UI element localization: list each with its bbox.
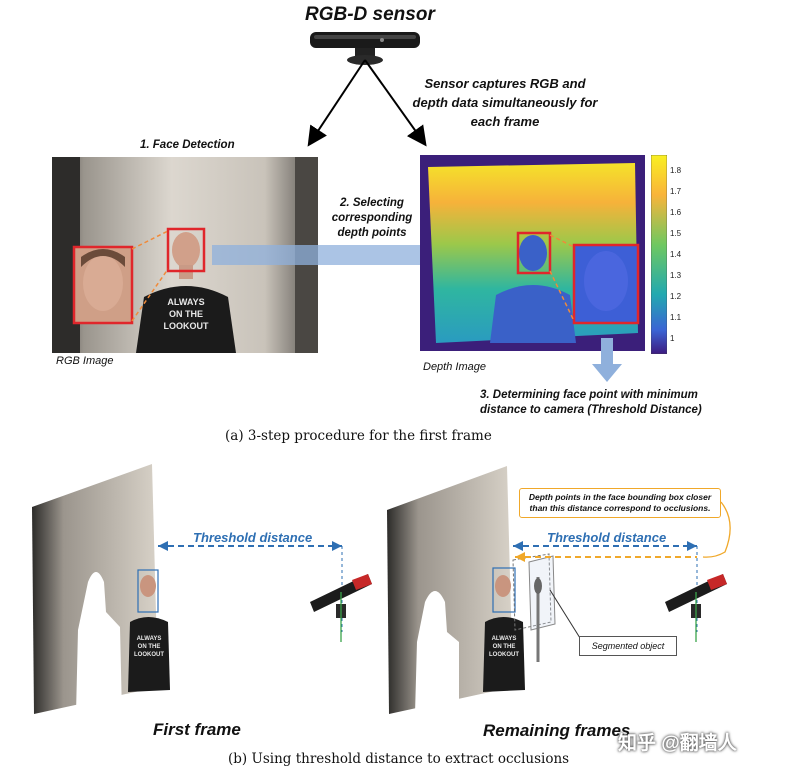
colorbar-tick: 1.4 (670, 250, 682, 259)
first-frame-scene: ALWAYS ON THE LOOKOUT (32, 464, 372, 714)
remaining-frames-scene: ALWAYS ON THE LOOKOUT (387, 466, 731, 714)
step-face-detection: 1. Face Detection (140, 139, 235, 151)
step-selecting-depth: 2. Selecting corresponding depth points (331, 197, 413, 239)
colorbar-tick: 1.3 (670, 271, 682, 280)
kinect-icon (310, 574, 372, 642)
svg-text:ON THE: ON THE (169, 309, 203, 319)
segmented-object-label: Segmented object (579, 636, 677, 656)
colorbar-tick: 1 (670, 334, 675, 343)
depth-image (420, 155, 645, 351)
threshold-label-remaining: Threshold distance (547, 530, 667, 545)
caption-a: (a) 3-step procedure for the first frame (225, 428, 492, 444)
colorbar-tick: 1.7 (670, 187, 682, 196)
svg-text:LOOKOUT: LOOKOUT (489, 652, 519, 658)
first-frame-label: First frame (153, 720, 241, 739)
sensor-title: RGB-D sensor (305, 4, 435, 25)
svg-text:LOOKOUT: LOOKOUT (134, 652, 164, 658)
down-arrow (592, 338, 622, 382)
svg-text:ALWAYS: ALWAYS (492, 636, 517, 642)
kinect-icon (665, 574, 727, 642)
svg-text:ON THE: ON THE (138, 644, 161, 650)
occlusion-callout: Depth points in the face bounding box cl… (519, 488, 721, 518)
depth-image-label: Depth Image (423, 361, 486, 373)
threshold-label-first: Threshold distance (193, 530, 313, 545)
colorbar-tick: 1.8 (670, 166, 682, 175)
colorbar-tick: 1.1 (670, 313, 682, 322)
step-threshold: 3. Determining face point with minimum d… (480, 389, 702, 416)
watermark: 知乎 @翻墙人 (618, 733, 737, 754)
kinect-sensor-icon (310, 32, 420, 65)
colorbar-tick: 1.6 (670, 208, 682, 217)
rgb-image-label: RGB Image (56, 355, 114, 367)
svg-text:ALWAYS: ALWAYS (137, 636, 162, 642)
colorbar-tick: 1.2 (670, 292, 682, 301)
remaining-frames-label: Remaining frames (483, 721, 631, 740)
rgb-image: ALWAYS ON THE LOOKOUT (52, 157, 318, 353)
colorbar (651, 155, 667, 354)
sensor-arrows (307, 59, 427, 147)
caption-b: (b) Using threshold distance to extract … (228, 751, 570, 767)
colorbar-tick: 1.5 (670, 229, 682, 238)
capture-description: Sensor captures RGB and depth data simul… (412, 76, 598, 129)
svg-text:LOOKOUT: LOOKOUT (164, 321, 209, 331)
svg-text:ALWAYS: ALWAYS (167, 297, 204, 307)
svg-text:ON THE: ON THE (493, 644, 516, 650)
